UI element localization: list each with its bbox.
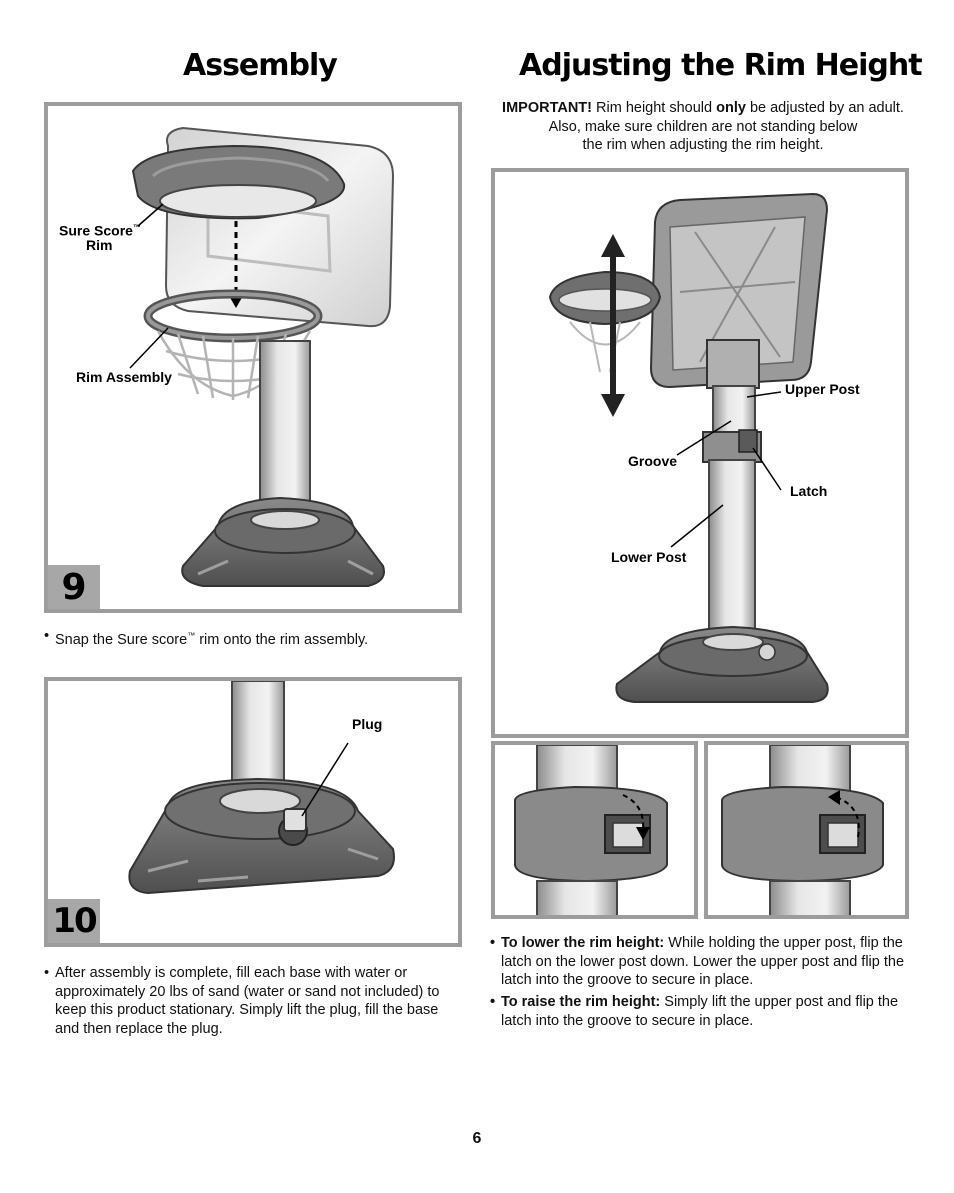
raise-text: Simply lift the upper post and flip the …	[501, 994, 899, 1029]
rim-height-illustration	[491, 168, 909, 738]
step-9-badge: 9	[48, 565, 100, 609]
plug-label: Plug	[352, 716, 383, 732]
step-9-text-before: Snap the Sure score	[55, 631, 188, 648]
step-9-trademark: ™	[187, 631, 196, 640]
important-line-3: the rim when adjusting the rim height.	[582, 137, 824, 153]
sure-score-text: Sure Score	[59, 222, 133, 239]
rim-assembly-label: Rim Assembly	[76, 369, 172, 385]
latch-up-drawing	[721, 745, 884, 915]
important-text-1: Rim height should	[592, 100, 717, 116]
raise-rim-instruction: • To raise the rim height: Simply lift t…	[490, 993, 910, 1030]
step-10-text: After assembly is complete, fill each ba…	[55, 965, 440, 1037]
latch-label: Latch	[790, 483, 828, 499]
assembly-heading: Assembly	[183, 48, 338, 83]
page-number: 6	[472, 1130, 482, 1147]
step-9-bullet: •	[44, 628, 50, 644]
rim-height-heading: Adjusting the Rim Height	[519, 48, 923, 83]
step-10-badge: 10	[48, 899, 100, 943]
lower-post-label: Lower Post	[611, 549, 687, 565]
important-emphasis: only	[716, 100, 746, 116]
step-10-instruction: • After assembly is complete, fill each …	[44, 964, 464, 1038]
rim-label: Rim	[86, 237, 113, 253]
sure-score-trademark: ™	[132, 223, 141, 232]
lower-bullet: •	[490, 935, 496, 951]
step-10-illustration: 10	[44, 677, 462, 947]
groove-label: Groove	[628, 453, 678, 469]
base-plug-drawing	[128, 681, 395, 895]
sure-score-rim-label: Sure Score™	[59, 219, 141, 240]
step-9-illustration: 9	[44, 102, 462, 613]
important-notice: IMPORTANT! Rim height should only be adj…	[492, 99, 914, 155]
hoop-assembly-drawing	[129, 126, 395, 587]
latch-lower-closeup	[491, 741, 698, 919]
adjustable-hoop-drawing	[548, 192, 829, 703]
latch-raise-closeup	[704, 741, 909, 919]
important-line-2: Also, make sure children are not standin…	[548, 118, 858, 135]
step-9-text-after: rim onto the rim assembly.	[195, 631, 369, 648]
lower-title: To lower the rim height:	[501, 935, 665, 951]
lower-text: While holding the upper post, flip the l…	[501, 935, 905, 988]
lower-rim-instruction: • To lower the rim height: While holding…	[490, 934, 910, 990]
raise-title: To raise the rim height:	[501, 994, 661, 1010]
raise-bullet: •	[490, 994, 496, 1010]
upper-post-label: Upper Post	[785, 381, 860, 397]
important-text-2: be adjusted by an adult.	[745, 100, 904, 116]
latch-down-drawing	[514, 745, 668, 915]
step-10-bullet: •	[44, 965, 50, 981]
step-9-instruction: • Snap the Sure score™ rim onto the rim …	[44, 627, 464, 649]
important-label: IMPORTANT!	[502, 100, 592, 116]
